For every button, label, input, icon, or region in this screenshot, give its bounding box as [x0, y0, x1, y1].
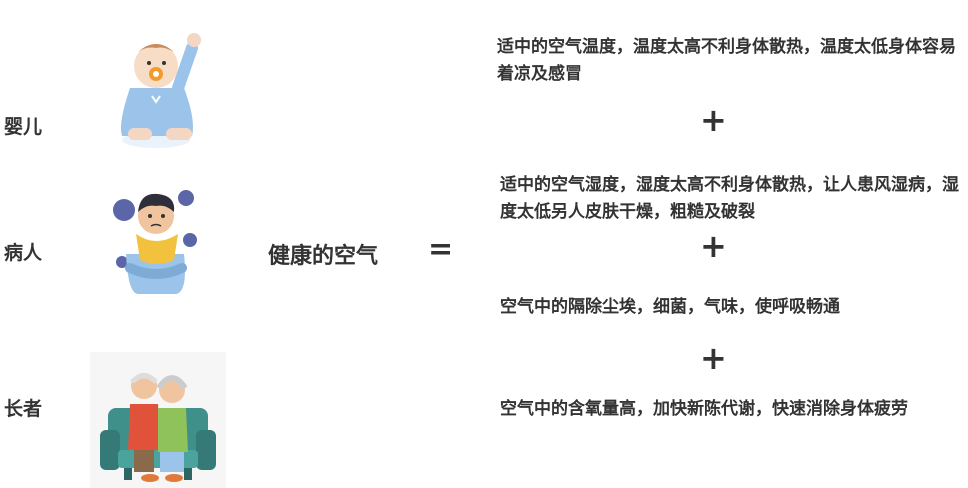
baby-illustration — [121, 33, 201, 148]
elder-illustration-frame — [90, 352, 226, 488]
group-label-patient: 病人 — [4, 242, 43, 264]
patient-illustration — [113, 190, 197, 294]
equals-sign: = — [428, 232, 454, 267]
plus-sign-3: + — [700, 339, 727, 377]
benefit-purification: 空气中的隔除尘埃，细菌，气味，使呼吸畅通 — [500, 297, 840, 317]
benefit-humidity: 适中的空气湿度，湿度太高不利身体散热，让人患风湿病，湿度太低另人皮肤干燥，粗糙及… — [500, 175, 959, 222]
benefit-oxygen: 空气中的含氧量高，加快新陈代谢，快速消除身体疲劳 — [500, 399, 908, 419]
plus-sign-2: + — [700, 227, 727, 265]
benefit-temperature: 适中的空气温度，温度太高不利身体散热，温度太低身体容易着凉及感冒 — [497, 37, 956, 84]
group-label-infant: 婴儿 — [4, 116, 43, 138]
group-label-elder: 长者 — [4, 398, 43, 420]
elder-illustration — [100, 373, 216, 482]
equation-left-text: 健康的空气 — [268, 244, 379, 269]
plus-sign-1: + — [700, 101, 727, 139]
